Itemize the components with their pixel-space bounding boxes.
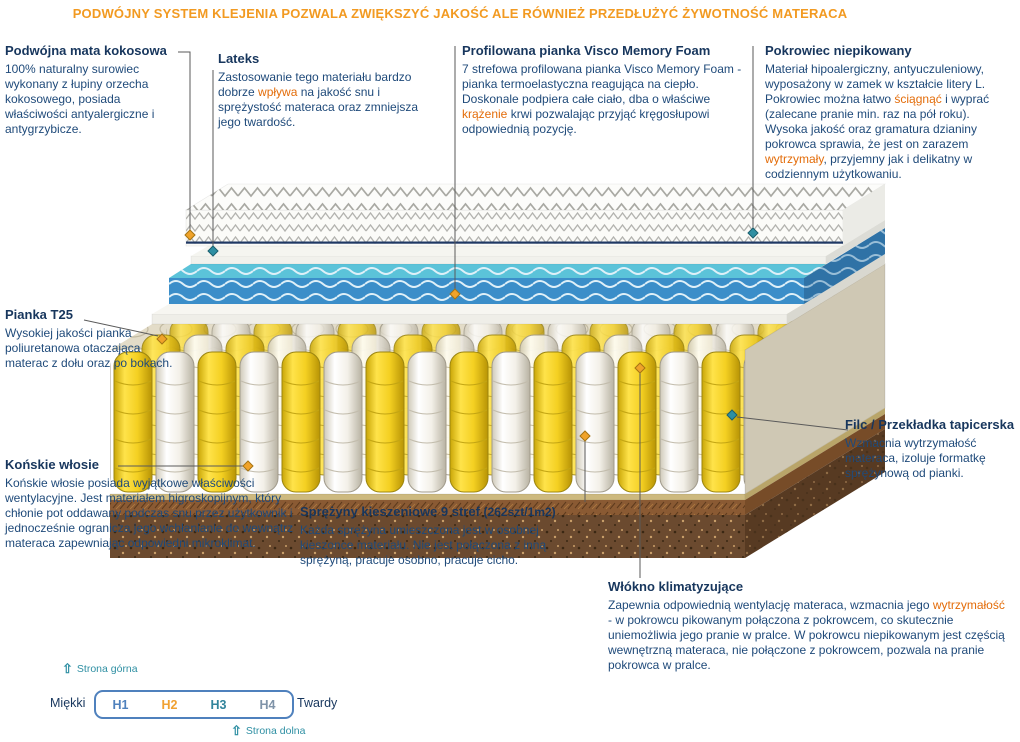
hardness-level-h1: H1: [112, 697, 129, 712]
annotation-body-konskie: Końskie włosie posiada wyjątkowe właściw…: [5, 475, 294, 550]
marker-lateks: [207, 245, 219, 257]
leader-lines: [83, 46, 849, 578]
annotation-title-sprezyny: Sprężyny kieszeniowe 9 stref (262szt/1m2…: [300, 504, 595, 520]
marker-konskie-wlosie: [242, 460, 254, 472]
sprezyny-count: (262szt/1m2): [483, 505, 556, 519]
marker-visco: [449, 288, 461, 300]
marker-filc: [726, 409, 738, 421]
mattress-end-cap: [744, 263, 886, 558]
annotation-pianka-t25: Pianka T25 Wysokiej jakości pianka poliu…: [5, 307, 175, 371]
top-side-label: Strona górna: [76, 662, 138, 675]
soft-label: Miękki: [50, 696, 86, 710]
hardness-level-h3: H3: [210, 697, 227, 712]
annotation-body-sprezyny: Każda sprężyna umieszczona jest w osobne…: [300, 522, 547, 567]
annotation-body-pokrowiec: Materiał hipoalergiczny, antyuczuleniowy…: [765, 61, 990, 181]
annotation-konskie-wlosie: Końskie włosie Końskie włosie posiada wy…: [5, 457, 297, 551]
comfort-sheet-layer: [190, 220, 885, 265]
hard-label: Twardy: [297, 696, 338, 710]
marker-pianka-t25: [156, 333, 168, 345]
annotation-sprezyny: Sprężyny kieszeniowe 9 stref (262szt/1m2…: [300, 504, 595, 568]
annotation-title-konskie: Końskie włosie: [5, 457, 99, 472]
annotation-lateks: Lateks Zastosowanie tego materiału bardz…: [218, 51, 423, 130]
annotation-pokrowiec: Pokrowiec niepikowany Materiał hipoalerg…: [765, 43, 1015, 182]
annotation-title-mata: Podwójna mata kokosowa: [5, 43, 167, 58]
annotation-body-lateks: Zastosowanie tego materiału bardzo dobrz…: [218, 69, 419, 129]
annotation-body-mata: 100% naturalny surowiec wykonany z łupin…: [5, 61, 155, 136]
annotation-title-filc: Filc / Przekładka tapicerska: [845, 417, 1015, 432]
marker-mata-kokosowa: [184, 229, 196, 241]
insulator-layer: [151, 254, 885, 325]
annotation-body-pianka-t25: Wysokiej jakości pianka poliuretanowa ot…: [5, 325, 173, 370]
bottom-side-note: ⇧ Strona dolna: [231, 724, 305, 737]
sprezyny-title-text: Sprężyny kieszeniowe 9 stref: [300, 504, 480, 519]
annotation-body-filc: Wzmacnia wytrzymałość materaca, izoluje …: [845, 435, 986, 480]
bottom-side-label: Strona dolna: [245, 724, 306, 737]
annotation-body-visco: 7 strefowa profilowana pianka Visco Memo…: [462, 61, 742, 136]
up-arrow-icon: ⇧: [231, 723, 242, 738]
marker-wlokno: [634, 362, 646, 374]
base-foam-layer: [110, 515, 745, 558]
marker-sprezyny: [579, 430, 591, 442]
annotation-title-lateks: Lateks: [218, 51, 260, 66]
coco-mat-layer: [110, 500, 745, 515]
leader-markers: [156, 227, 759, 472]
annotation-title-wlokno: Włókno klimatyzujące: [608, 579, 744, 594]
annotation-wlokno: Włókno klimatyzujące Zapewnia odpowiedni…: [608, 579, 1010, 673]
annotation-title-pokrowiec: Pokrowiec niepikowany: [765, 43, 912, 58]
hardness-level-h2: H2: [161, 697, 178, 712]
top-side-note: ⇧ Strona górna: [62, 662, 138, 675]
annotation-body-wlokno: Zapewnia odpowiednią wentylację materaca…: [608, 597, 1005, 672]
annotation-title-pianka-t25: Pianka T25: [5, 307, 73, 322]
top-banner: PODWÓJNY SYSTEM KLEJENIA POZWALA ZWIĘKSZ…: [72, 6, 848, 21]
up-arrow-icon: ⇧: [62, 661, 73, 676]
latex-wave-layer: [169, 228, 885, 304]
profiled-foam-cover-layer: [184, 183, 887, 247]
hardness-level-h4: H4: [259, 697, 276, 712]
hardness-scale: H1 H2 H3 H4: [94, 690, 294, 719]
annotation-mata-kokosowa: Podwójna mata kokosowa 100% naturalny su…: [5, 43, 180, 137]
pocket-springs-layer: [110, 316, 801, 494]
marker-pokrowiec: [747, 227, 759, 239]
annotation-filc: Filc / Przekładka tapicerska Wzmacnia wy…: [845, 417, 1017, 481]
annotation-visco: Profilowana pianka Visco Memory Foam 7 s…: [462, 43, 747, 137]
annotation-title-visco: Profilowana pianka Visco Memory Foam: [462, 43, 711, 58]
